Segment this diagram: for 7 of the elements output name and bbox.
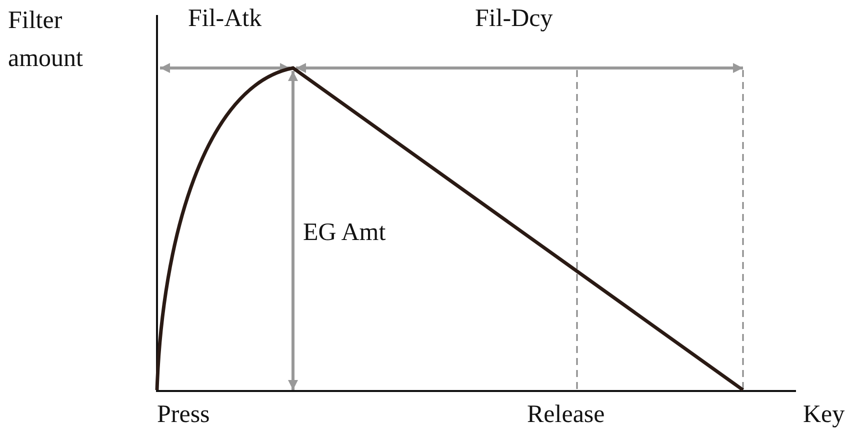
- dimension-label: EG Amt: [303, 218, 386, 248]
- dimension-label: Fil-Dcy: [475, 4, 553, 34]
- axis-tick-label: Release: [527, 400, 605, 430]
- axis-label: Key: [803, 400, 845, 430]
- dimension-label: Fil-Atk: [188, 4, 262, 34]
- axis-tick-label: Press: [157, 400, 210, 430]
- axis-label: Filter amount: [8, 6, 84, 74]
